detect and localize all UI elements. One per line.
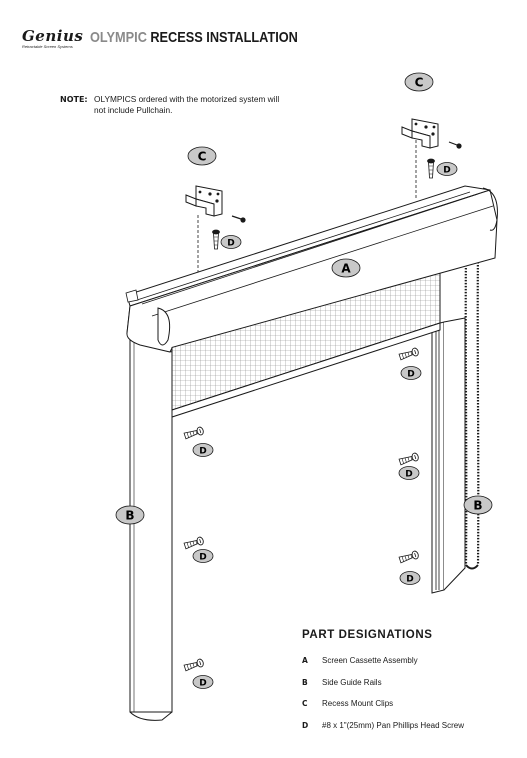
clip-right-screw [427,158,435,179]
note-label: NOTE: [60,95,88,104]
screen-cassette [125,185,498,353]
part-description: Recess Mount Clips [322,699,394,708]
svg-text:D: D [407,370,414,380]
clip-right-bolt [448,141,462,149]
callout-b-right: B [463,495,493,515]
clip-left [185,185,223,217]
screw-right-3 [398,549,420,565]
callout-d-right-2: D [398,466,420,480]
screw-left-3 [183,657,205,673]
screw-left-1 [183,425,205,441]
right-guide-rail [431,317,466,594]
svg-text:C: C [415,76,424,90]
part-row-d: D #8 x 1"(25mm) Pan Phillips Head Screw [302,721,522,743]
callout-d-clip-left: D [220,235,242,249]
part-letter: D [302,720,309,730]
svg-text:C: C [198,150,207,164]
svg-text:B: B [473,499,482,513]
callout-a: A [331,258,361,278]
clip-right [401,118,439,149]
callout-d-clip-right: D [436,162,458,176]
svg-text:D: D [199,447,206,457]
part-designations: PART DESIGNATIONS A Screen Cassette Asse… [302,628,522,742]
part-letter: C [302,699,308,708]
pull-chain [464,249,480,570]
part-description: #8 x 1"(25mm) Pan Phillips Head Screw [322,720,465,730]
callout-d-left-2: D [192,549,214,563]
svg-text:B: B [125,509,134,523]
part-description: Side Guide Rails [322,677,382,687]
svg-text:D: D [443,166,450,176]
callout-d-left-1: D [192,443,214,457]
page-header: Genius Retractable Screen Systems OLYMPI… [22,28,322,54]
callout-c-left: C [187,146,217,166]
part-letter: A [302,656,308,665]
note-text: OLYMPICS ordered with the motorized syst… [94,94,280,115]
callout-d-left-3: D [192,675,214,689]
svg-text:D: D [227,239,234,249]
callout-d-right-1: D [400,366,422,380]
svg-text:D: D [199,679,206,689]
title-rest: RECESS INSTALLATION [150,29,298,46]
left-guide-rail [129,339,173,721]
part-row-a: A Screen Cassette Assembly [302,656,522,678]
title-product: OLYMPIC [90,29,147,46]
callout-b-left: B [115,505,145,525]
svg-text:D: D [406,575,413,585]
brand-logo: Genius Retractable Screen Systems [22,28,83,49]
part-row-c: C Recess Mount Clips [302,699,522,721]
part-letter: B [302,677,308,687]
svg-text:A: A [341,262,351,276]
svg-text:D: D [199,553,206,563]
part-row-b: B Side Guide Rails [302,678,522,700]
screw-right-2 [398,451,420,467]
part-designations-title: PART DESIGNATIONS [302,629,433,641]
clip-left-bolt [231,215,246,223]
callout-d-right-3: D [399,571,421,585]
screw-right-1 [398,346,420,362]
brand-tagline: Retractable Screen Systems [22,44,73,49]
part-description: Screen Cassette Assembly [322,656,418,665]
clip-left-screw [212,229,220,250]
brand-name: Genius [22,27,84,45]
callout-c-right: C [404,72,434,92]
screw-left-2 [183,535,205,551]
svg-text:D: D [405,470,412,480]
